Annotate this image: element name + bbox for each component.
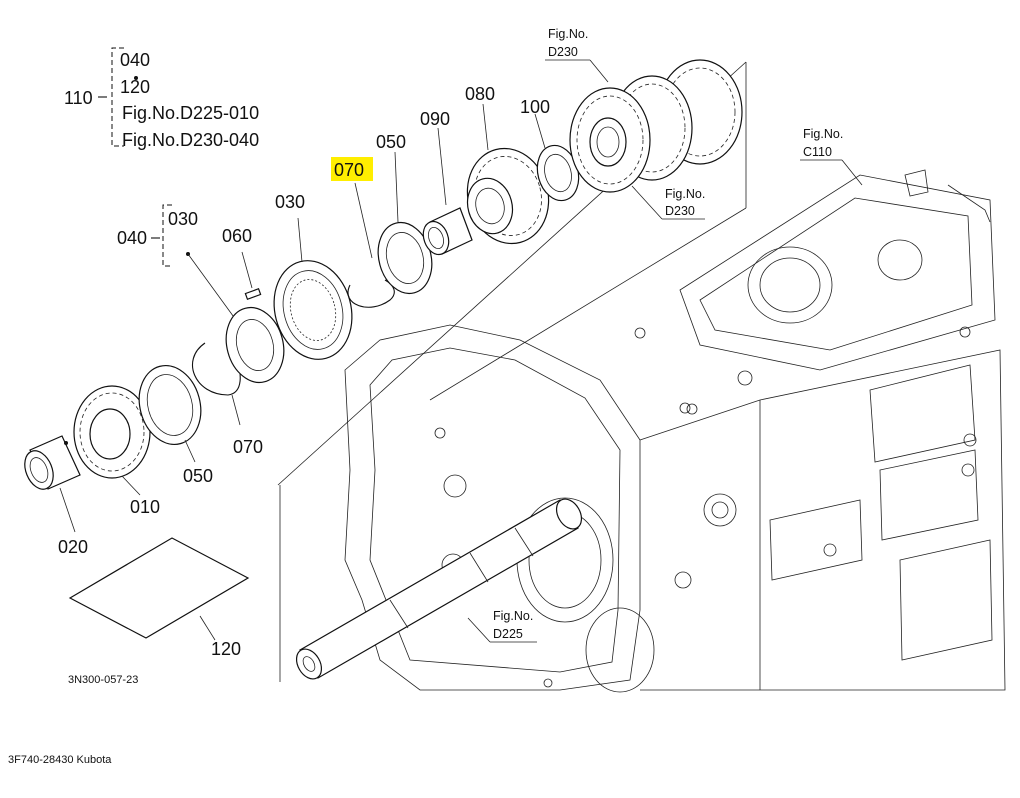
ref-d230-mid-fig: Fig.No. — [665, 187, 705, 201]
group-040-item-030: 030 — [168, 209, 198, 229]
label-060[interactable]: 060 — [222, 226, 252, 246]
part-050-upper-ring — [377, 151, 433, 295]
part-030-hub-sleeve — [225, 217, 353, 384]
page-caption: 3F740-28430 Kubota — [8, 754, 112, 766]
part-080-gear — [466, 103, 550, 245]
label-120[interactable]: 120 — [211, 639, 241, 659]
label-070-upper[interactable]: 070 — [334, 160, 364, 180]
ref-c110-fig: Fig.No. — [803, 127, 843, 141]
group-040-bracket: 040 030 — [117, 204, 237, 321]
part-070-highlight — [331, 157, 373, 181]
ref-c110-code[interactable]: C110 — [803, 145, 832, 159]
label-050-upper[interactable]: 050 — [376, 132, 406, 152]
group-110-item-d230-040: Fig.No.D230-040 — [122, 130, 259, 150]
ref-d225-fig: Fig.No. — [493, 609, 533, 623]
group-110-label: 110 — [64, 88, 93, 108]
part-050-lower-ring — [138, 364, 202, 463]
part-120-sheet — [68, 537, 250, 641]
part-060-key — [241, 251, 262, 300]
ref-d230-top-fig: Fig.No. — [548, 27, 588, 41]
group-110-bracket: 110 040 120 Fig.No.D225-010 Fig.No.D230-… — [64, 47, 259, 150]
group-110-item-120: 120 — [120, 77, 150, 97]
label-090[interactable]: 090 — [420, 109, 450, 129]
label-070-lower[interactable]: 070 — [233, 437, 263, 457]
label-010[interactable]: 010 — [130, 497, 160, 517]
transmission-case — [344, 169, 1006, 693]
part-020-bushing — [24, 435, 81, 533]
d230-gear-cluster — [569, 59, 743, 193]
main-shaft — [295, 498, 583, 680]
label-100[interactable]: 100 — [520, 97, 550, 117]
part-labels: 020 010 050 070 060 030 070 050 090 080 … — [58, 84, 550, 659]
ref-d225-code[interactable]: D225 — [493, 627, 523, 641]
part-090-needle-bearing — [422, 127, 473, 256]
label-080[interactable]: 080 — [465, 84, 495, 104]
label-050-lower[interactable]: 050 — [183, 466, 213, 486]
label-030[interactable]: 030 — [275, 192, 305, 212]
drawing-code: 3N300-057-23 — [68, 674, 138, 686]
figure-references: Fig.No. D230 Fig.No. D230 Fig.No. C110 F… — [467, 27, 863, 643]
group-110-item-040: 040 — [120, 50, 150, 70]
group-040-label: 040 — [117, 228, 147, 248]
ref-d230-top-code[interactable]: D230 — [548, 45, 578, 59]
ref-d230-mid-code[interactable]: D230 — [665, 204, 695, 218]
label-020[interactable]: 020 — [58, 537, 88, 557]
group-110-item-d225-010: Fig.No.D225-010 — [122, 103, 259, 123]
part-010-gear — [73, 385, 151, 496]
